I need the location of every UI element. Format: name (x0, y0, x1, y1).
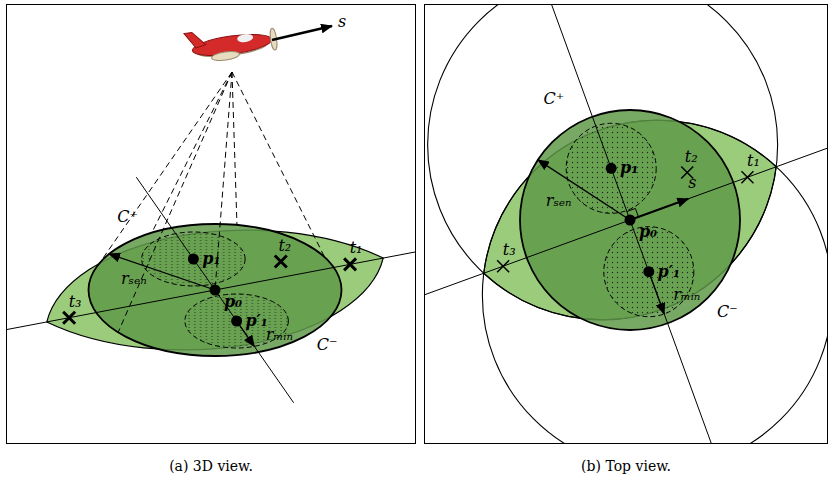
axis-line (548, 5, 712, 443)
heading-arrow (630, 199, 688, 220)
axis-line (425, 138, 827, 302)
radius-arrow (109, 254, 215, 290)
target-cross (63, 312, 75, 324)
panel-frame (6, 4, 416, 444)
axis-line (136, 177, 293, 403)
min-turn-circle (604, 227, 694, 317)
math-label: t₃ (69, 294, 82, 310)
panel-art (7, 72, 415, 403)
min-turn-circle (566, 123, 656, 213)
point-dot (606, 163, 617, 174)
math-label: C⁺ (544, 91, 565, 107)
heading-arrow (272, 26, 332, 40)
math-label: rₘᵢₙ (266, 327, 293, 343)
min-turn-circle (142, 232, 245, 286)
axis-line (7, 249, 415, 331)
point-dot (231, 316, 242, 327)
panel-art (425, 5, 827, 443)
sensor-disc (89, 224, 342, 356)
target-cross (275, 256, 287, 268)
point-dot (643, 266, 654, 277)
sensor-disc (520, 110, 740, 330)
math-label: C⁻ (717, 304, 738, 320)
point-dot (188, 253, 199, 264)
radius-arrow (538, 160, 630, 220)
math-label: C⁺ (117, 209, 138, 225)
sensor-ray (232, 72, 325, 257)
point-dot (210, 285, 221, 296)
math-label: p′₁ (245, 313, 267, 329)
math-label: t₁ (747, 153, 760, 169)
panel-frame (424, 4, 828, 444)
math-label: s (338, 14, 346, 30)
math-label: p₁ (620, 160, 638, 176)
math-label: rₛₑₙ (121, 271, 147, 287)
math-label: rₛₑₙ (546, 193, 572, 209)
target-cross (497, 260, 509, 272)
math-label: rₘᵢₙ (673, 287, 700, 303)
math-label: p₁ (202, 251, 220, 267)
view-panel: (b) Top view. (424, 4, 828, 484)
sensor-ray (93, 72, 232, 273)
math-label: t₂ (278, 238, 291, 254)
panel-caption: (b) Top view. (581, 458, 671, 474)
math-label: t₃ (503, 242, 516, 258)
target-cross (344, 258, 356, 270)
panel-caption: (a) 3D view. (169, 458, 253, 474)
math-label: p′₁ (658, 264, 680, 280)
math-label: C⁻ (317, 337, 338, 353)
sensor-ray (232, 72, 237, 225)
math-label: s (688, 175, 696, 191)
point-dot (625, 215, 636, 226)
sensor-ray (152, 72, 232, 233)
target-cross (741, 171, 753, 183)
math-label: p₀ (639, 224, 657, 240)
math-label: p₀ (224, 294, 242, 310)
math-label: t₂ (685, 149, 698, 165)
aircraft (184, 21, 279, 65)
sensor-ray (118, 72, 232, 332)
math-label: t₁ (350, 240, 363, 256)
